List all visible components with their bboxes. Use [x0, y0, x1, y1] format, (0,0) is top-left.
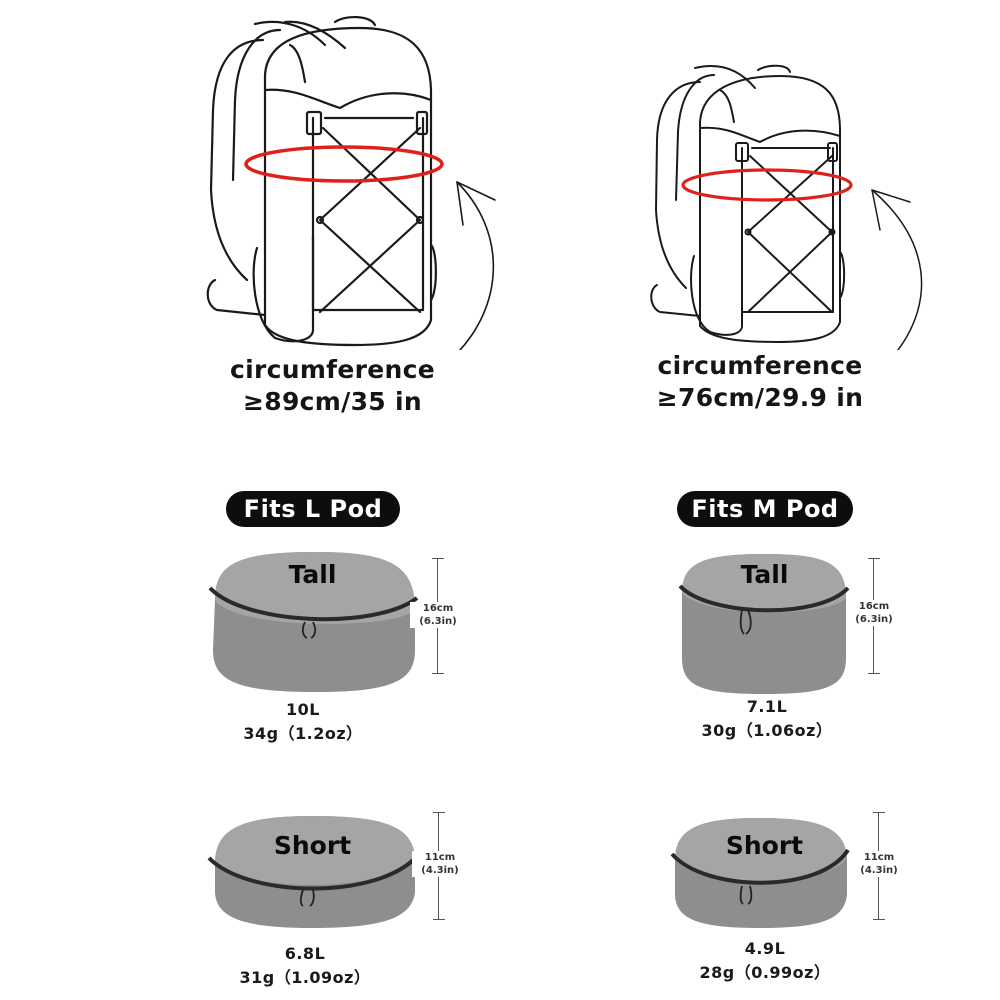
circumference-ring [681, 168, 853, 202]
pod-m-short [670, 810, 850, 935]
height-dimension-label: 11cm (4.3in) [851, 851, 907, 877]
pod-type-label: Short [273, 831, 352, 860]
pod-l-short [203, 808, 423, 933]
pod-weight: 34g（1.2oz） [243, 724, 363, 743]
pod-type-label: Tall [288, 560, 337, 589]
pod-bag-icon [208, 552, 419, 692]
pod-weight: 28g（0.99oz） [699, 963, 831, 982]
circumference-value: ≥76cm/29.9 in [656, 383, 864, 412]
circumference-label: circumference [657, 351, 863, 380]
backpack-medium-illustration [640, 50, 940, 350]
pod-type-label: Short [725, 831, 804, 860]
fits-l-pod-badge: Fits L Pod [226, 491, 400, 527]
pod-spec: 6.8L 31g（1.09oz） [220, 942, 390, 990]
circumference-label: circumference [230, 355, 435, 384]
pod-spec: 10L 34g（1.2oz） [218, 698, 388, 746]
pod-type-label: Tall [740, 560, 789, 589]
circumference-ring [244, 145, 444, 183]
pod-volume: 6.8L [284, 944, 326, 963]
height-dimension-label: 16cm (6.3in) [846, 600, 902, 626]
pod-bag-icon [678, 554, 850, 694]
pod-weight: 31g（1.09oz） [239, 968, 371, 987]
height-dimension-label: 11cm (4.3in) [412, 851, 468, 877]
circumference-value: ≥89cm/35 in [243, 387, 422, 416]
backpack-large-illustration [195, 0, 515, 350]
pod-spec: 7.1L 30g（1.06oz） [682, 695, 852, 743]
backpack-medium-caption: circumference ≥76cm/29.9 in [620, 350, 900, 414]
pod-volume: 10L [286, 700, 320, 719]
pod-bag-icon [670, 818, 850, 928]
pod-volume: 4.9L [744, 939, 786, 958]
fits-m-pod-badge: Fits M Pod [677, 491, 853, 527]
backpack-icon [650, 64, 923, 350]
pod-bag-icon [207, 816, 419, 928]
pod-spec: 4.9L 28g（0.99oz） [680, 937, 850, 985]
pod-m-tall [678, 548, 850, 700]
pod-l-tall [205, 540, 420, 700]
pod-weight: 30g（1.06oz） [701, 721, 833, 740]
backpack-large-caption: circumference ≥89cm/35 in [200, 354, 465, 418]
height-dimension-label: 16cm (6.3in) [410, 602, 466, 628]
backpack-icon [206, 16, 496, 350]
pod-volume: 7.1L [746, 697, 788, 716]
